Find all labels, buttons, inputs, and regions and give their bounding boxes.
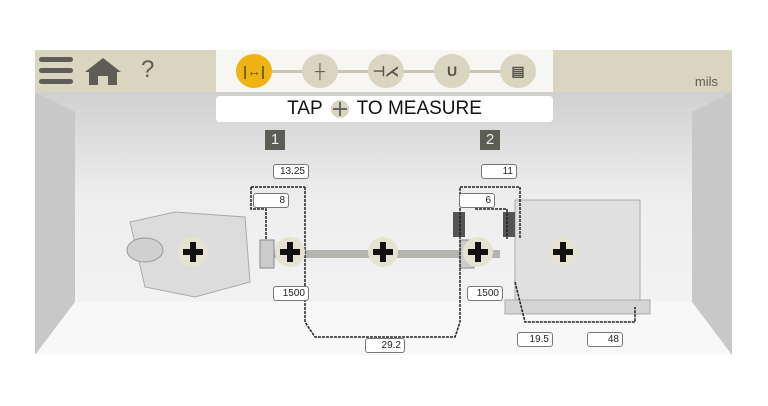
right-wall bbox=[692, 92, 732, 355]
step-results[interactable]: ⊣⋌ bbox=[368, 54, 404, 88]
measure-point-shaft[interactable] bbox=[368, 237, 398, 267]
machine-scene: 1 2 13.25 8 11 6 1500 1500 29.2 19.5 48 bbox=[35, 92, 732, 355]
measure-point-icon bbox=[330, 100, 349, 118]
step-report[interactable]: ▤ bbox=[500, 54, 536, 88]
help-button[interactable]: ? bbox=[141, 56, 155, 83]
dimension-foot2[interactable]: 48 bbox=[587, 332, 623, 347]
scene-graphics bbox=[35, 92, 732, 355]
home-icon[interactable] bbox=[83, 56, 123, 86]
dimension-11[interactable]: 11 bbox=[481, 164, 517, 179]
dimension-foot1[interactable]: 19.5 bbox=[517, 332, 553, 347]
dimension-13-25[interactable]: 13.25 bbox=[273, 164, 309, 179]
step-bar: |↔| ┼ ⊣⋌ U ▤ bbox=[216, 50, 553, 92]
machine-label-2: 2 bbox=[480, 130, 500, 150]
hamburger-icon[interactable] bbox=[39, 57, 73, 85]
unit-label: mils bbox=[694, 74, 718, 89]
left-wall bbox=[35, 92, 75, 355]
step-dimensions[interactable]: |↔| bbox=[236, 54, 272, 88]
measure-point-coupling-2[interactable] bbox=[463, 237, 493, 267]
rpm-right[interactable]: 1500 bbox=[467, 286, 503, 301]
instruction-before: TAP bbox=[287, 98, 323, 119]
instruction-banner: TAP TO MEASURE bbox=[216, 96, 553, 122]
measure-point-motor[interactable] bbox=[178, 237, 208, 267]
instruction-after: TO MEASURE bbox=[356, 98, 482, 119]
alignment-app: ? |↔| ┼ ⊣⋌ U ▤ mils bbox=[35, 50, 732, 355]
dimension-6[interactable]: 6 bbox=[459, 193, 495, 208]
dimension-span[interactable]: 29.2 bbox=[365, 338, 405, 353]
sensor-m bbox=[503, 212, 515, 237]
measure-point-pump[interactable] bbox=[548, 237, 578, 267]
dimension-8[interactable]: 8 bbox=[253, 193, 289, 208]
rpm-left[interactable]: 1500 bbox=[273, 286, 309, 301]
sensor-s bbox=[453, 212, 465, 237]
machine-label-1: 1 bbox=[265, 130, 285, 150]
measure-point-coupling-1[interactable] bbox=[275, 237, 305, 267]
step-measure[interactable]: ┼ bbox=[302, 54, 338, 88]
toolbar-right: mils bbox=[553, 50, 732, 92]
toolbar-left: ? bbox=[35, 50, 216, 92]
step-correct[interactable]: U bbox=[434, 54, 470, 88]
